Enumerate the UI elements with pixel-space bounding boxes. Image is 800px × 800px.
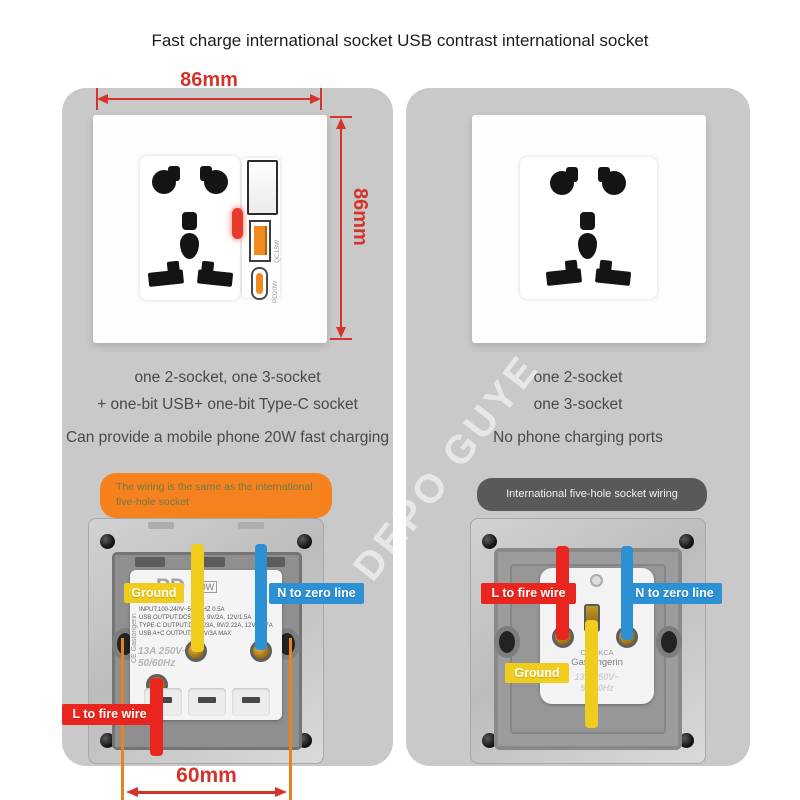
slot-tab <box>599 259 613 273</box>
corner-screw-icon <box>297 534 312 549</box>
usb-c-port[interactable] <box>251 267 268 300</box>
rocker-switch[interactable] <box>247 160 278 215</box>
neutral-label-left: N to zero line <box>269 583 364 604</box>
left-description: one 2-socket, one 3-socket + one-bit USB… <box>47 364 408 451</box>
ground-wire <box>585 620 598 728</box>
slot-tab <box>564 259 578 273</box>
spec-line: INPUT:100-240V~50/60HZ 0.5A <box>139 607 225 613</box>
left-desc-line-2: + one-bit USB+ one-bit Type-C socket <box>97 396 358 413</box>
corner-screw-icon <box>100 534 115 549</box>
corner-screw-icon <box>482 534 497 549</box>
usb-a-label: QC18W <box>274 239 281 263</box>
frame-tab <box>238 522 264 529</box>
corner-screw-icon <box>679 733 694 748</box>
usb-a-port[interactable] <box>249 220 271 262</box>
right-description: one 2-socket one 3-socket No phone charg… <box>406 364 750 451</box>
plain-socket-back-photo: CE/UKCA Gastongerin 13A 250V~ 50/60Hz <box>470 518 706 764</box>
wiring-banner-left: The wiring is the same as the internatio… <box>100 473 332 518</box>
spec-line: USB A+C OUTPUT;DC5V/3A MAX <box>139 631 232 637</box>
arrowhead-right-icon <box>275 787 287 797</box>
usb-c-label: PD20W <box>272 280 279 303</box>
angled-slot <box>147 260 187 288</box>
pin-hole <box>598 167 610 182</box>
dimension-height-label: 86mm <box>349 188 371 246</box>
dimension-height-line <box>340 126 342 330</box>
pin-hole <box>200 166 212 181</box>
left-desc-line-1: one 2-socket, one 3-socket <box>134 369 321 386</box>
mounting-hole <box>494 626 520 658</box>
tab-slot <box>242 697 260 703</box>
right-desc-line-3: No phone charging ports <box>493 429 663 446</box>
ground-wire <box>191 544 204 652</box>
ground-label-left: Ground <box>124 583 184 603</box>
arrowhead-right-icon <box>310 94 321 104</box>
angled-slot <box>592 259 632 287</box>
usb-c-tongue <box>256 273 263 294</box>
arrowhead-up-icon <box>336 118 346 129</box>
power-indicator-light <box>232 208 243 239</box>
dimension-tick <box>330 116 352 118</box>
rating-line-2: 50/60Hz <box>138 658 176 669</box>
terminal-tab <box>188 688 226 716</box>
tab-slot <box>198 697 216 703</box>
dimension-screws-label: 60mm <box>176 764 237 787</box>
earth-pin-hole <box>180 233 199 259</box>
model-power-badge: 20W <box>192 581 218 593</box>
plain-socket-front-plate <box>472 115 706 343</box>
clip-slot <box>195 557 225 567</box>
neutral-label-right: N to zero line <box>627 583 722 604</box>
dimension-tick <box>330 338 352 340</box>
dimension-screws-line <box>137 791 276 794</box>
arrowhead-down-icon <box>336 327 346 338</box>
screw-guide-line <box>289 638 292 800</box>
terminal-tab <box>232 688 270 716</box>
corner-screw-icon <box>100 733 115 748</box>
corner-screw-icon <box>679 534 694 549</box>
dimension-tick <box>96 88 98 110</box>
arrowhead-left-icon <box>97 94 108 104</box>
clip-slot <box>135 557 165 567</box>
mounting-hole <box>656 626 682 658</box>
dimension-tick <box>320 88 322 110</box>
rating-line-1: 13A 250V~ <box>138 646 188 657</box>
neutral-wire <box>255 544 267 650</box>
dimension-width-line <box>106 98 312 100</box>
slot-tab <box>166 260 180 274</box>
right-desc-line-2: one 3-socket <box>533 396 623 413</box>
tab-slot <box>154 697 172 703</box>
usb-a-tongue <box>254 226 267 255</box>
earth-pin-hole <box>182 212 197 230</box>
angled-slot <box>545 259 585 287</box>
left-desc-line-3: Can provide a mobile phone 20W fast char… <box>65 429 390 446</box>
corner-screw-icon <box>482 733 497 748</box>
frame-tab <box>148 522 174 529</box>
right-desc-line-1: one 2-socket <box>533 369 623 386</box>
page-title: Fast charge international socket USB con… <box>151 31 649 50</box>
ground-label-right: Ground <box>505 663 569 683</box>
pin-hole <box>168 166 180 181</box>
earth-pin-hole <box>580 212 595 230</box>
rating-text: 13A 250V~ 50/60Hz <box>138 646 188 670</box>
module-screw-icon <box>590 574 603 587</box>
live-label-left: L to fire wire <box>62 704 157 725</box>
dimension-width-label: 86mm <box>180 69 238 91</box>
socket-hole-panel <box>520 157 657 299</box>
spec-line: TYPE-C OUTPUT:DC5V/3A, 9V/2.22A, 12V/1.6… <box>139 623 273 629</box>
arrowhead-left-icon <box>126 787 138 797</box>
socket-hole-panel <box>140 156 240 300</box>
pin-hole <box>566 167 578 182</box>
slot-tab <box>201 260 215 274</box>
usb-socket-front-plate: QC18W PD20W <box>93 115 327 343</box>
live-label-right: L to fire wire <box>481 583 576 604</box>
wiring-banner-right: International five-hole socket wiring <box>477 478 707 511</box>
clip-slot <box>255 557 285 567</box>
earth-pin-hole <box>578 233 597 259</box>
angled-slot <box>194 260 234 288</box>
